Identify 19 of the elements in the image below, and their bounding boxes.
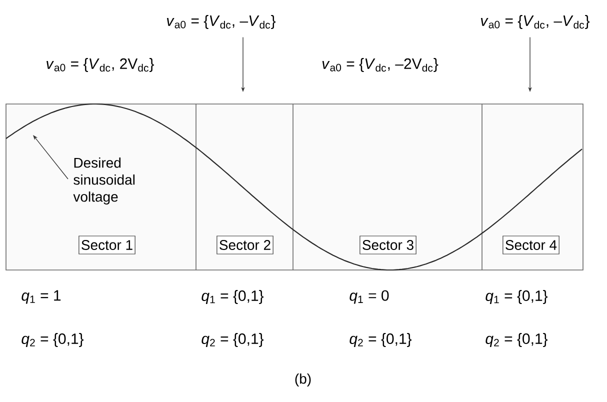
leader-line	[33, 135, 68, 180]
switch-state-label: q$_{1}$ = 1	[22, 290, 61, 304]
caption: (b)	[295, 373, 311, 387]
voltage-label: v$_{a0}$ = {V$_{dc}$, 2V$_{dc}$}	[46, 58, 154, 72]
sector-box: Sector 2	[216, 236, 274, 254]
voltage-label: v$_{a0}$ = {V$_{dc}$, –2V$_{dc}$}	[322, 58, 438, 72]
switch-state-label: q$_{2}$ = {0,1}	[486, 333, 548, 347]
sector-box: Sector 4	[502, 236, 560, 254]
annotation-text: Desired sinusoidal voltage	[73, 157, 135, 205]
switch-state-label: q$_{2}$ = {0,1}	[350, 333, 412, 347]
switch-state-label: q$_{2}$ = {0,1}	[202, 333, 264, 347]
sector-box: Sector 1	[78, 236, 136, 254]
switch-state-label: q$_{1}$ = {0,1}	[486, 290, 548, 304]
voltage-label: v$_{a0}$ = {V$_{dc}$, –V$_{dc}$}	[166, 15, 276, 29]
voltage-label: v$_{a0}$ = {V$_{dc}$, –V$_{dc}$}	[480, 15, 590, 29]
switch-state-label: q$_{2}$ = {0,1}	[22, 333, 84, 347]
switch-state-label: q$_{1}$ = 0	[350, 290, 389, 304]
sector-box: Sector 3	[360, 236, 416, 254]
switch-state-label: q$_{1}$ = {0,1}	[202, 290, 264, 304]
